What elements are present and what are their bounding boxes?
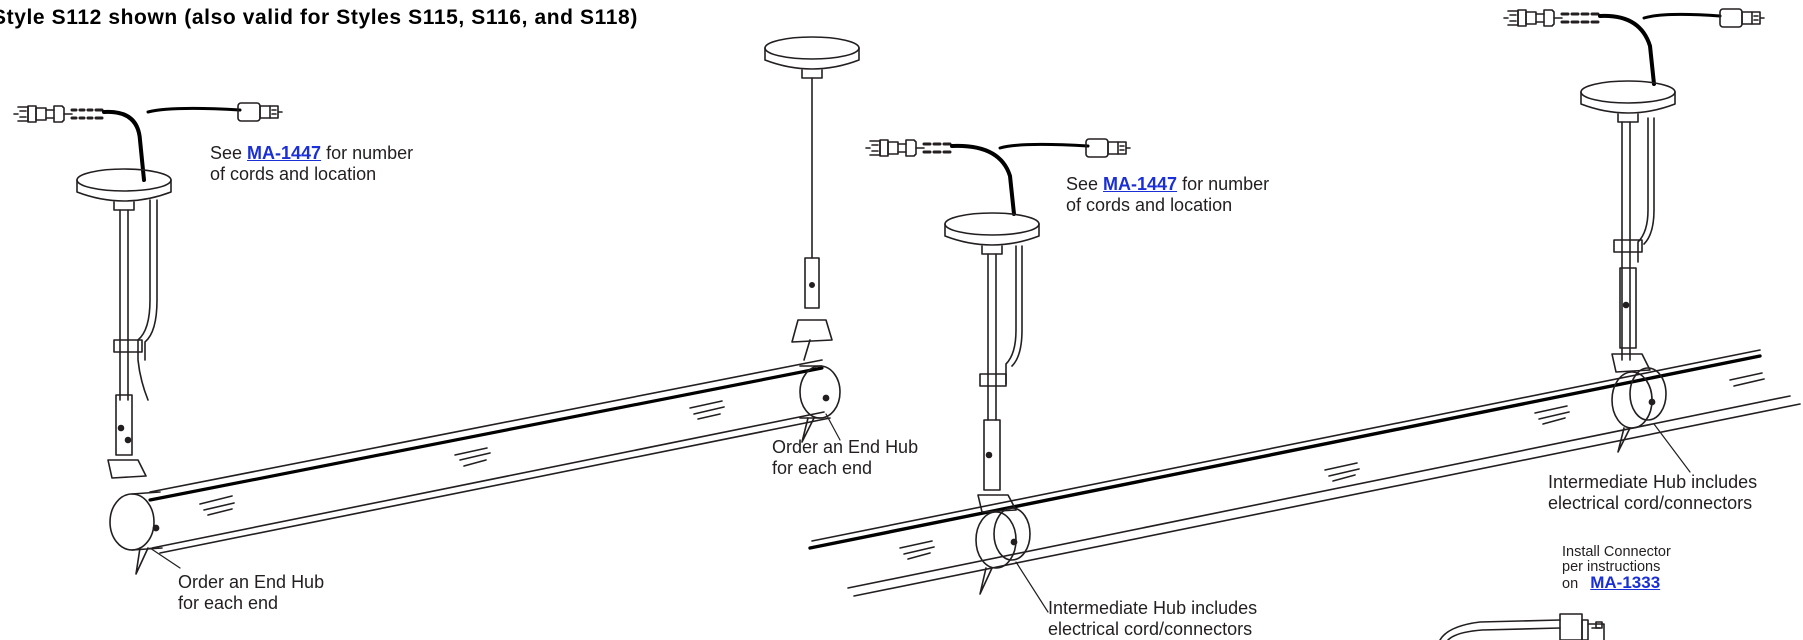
ma-1447-link[interactable]: MA-1447: [1103, 174, 1178, 194]
intermediate-hub-note-right: Intermediate Hub includes electrical cor…: [1548, 472, 1758, 513]
left-fixture: [13, 36, 860, 575]
end-hub-note-right: Order an End Hub for each end: [772, 437, 919, 478]
page-title: Style S112 shown (also valid for Styles …: [0, 6, 638, 29]
ma-1333-link[interactable]: MA-1333: [1590, 573, 1661, 592]
end-hub-note-left: Order an End Hub for each end: [178, 572, 325, 613]
right-run: [808, 8, 1801, 613]
ma-1447-link[interactable]: MA-1447: [247, 143, 322, 163]
connector-detail: [1439, 613, 1605, 640]
see-ma1447-note-left: See MA-1447 for number of cords and loca…: [210, 143, 414, 184]
see-ma1447-note-right: See MA-1447 for number of cords and loca…: [1066, 174, 1270, 215]
intermediate-hub-note-bottom: Intermediate Hub includes electrical cor…: [1048, 598, 1258, 639]
install-connector-note: Install Connector per instructions on MA…: [1562, 544, 1671, 592]
